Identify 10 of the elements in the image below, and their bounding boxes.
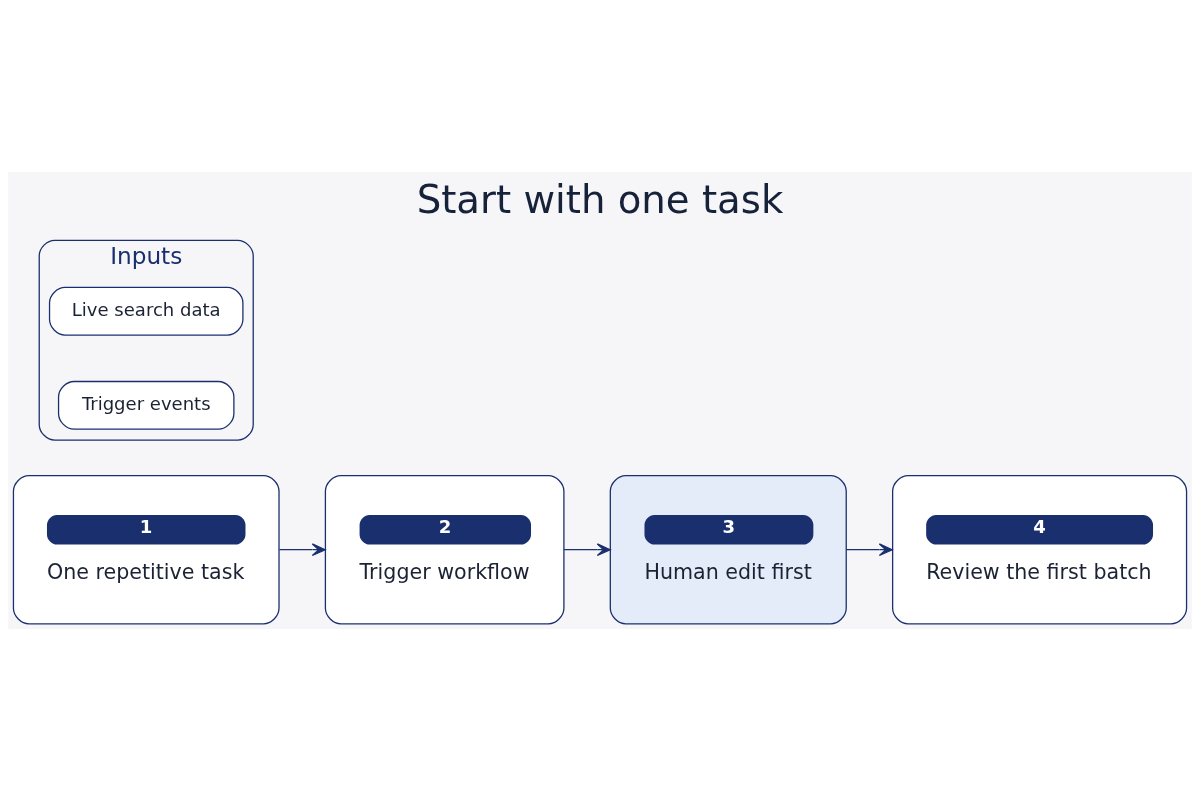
node-box: 2 Trigger workflow	[324, 474, 565, 624]
arrow	[278, 542, 326, 556]
node-box: 1 One repetitive task	[12, 474, 280, 624]
arrow	[845, 542, 893, 556]
node-box: Trigger events	[57, 380, 235, 430]
node-box: 4 Review the first batch	[892, 474, 1188, 624]
arrow	[563, 542, 611, 556]
diagram-title: Start with one task	[416, 176, 784, 222]
node-box: 3 Human edit first	[609, 474, 847, 624]
node-box: Live search data	[48, 286, 244, 336]
